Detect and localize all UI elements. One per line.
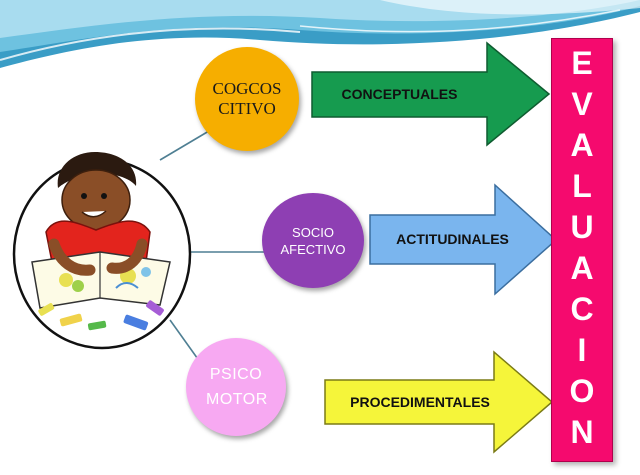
evaluacion-letter: L [572, 168, 592, 204]
evaluacion-letter: A [570, 127, 594, 163]
evaluacion-letter: V [571, 86, 593, 122]
evaluacion-letter: O [569, 373, 595, 409]
node-psico-motor-label: PSICO MOTOR [206, 366, 268, 408]
arrow-actitudinales-label: ACTITUDINALES [396, 231, 509, 247]
arrow-conceptuales-label: CONCEPTUALES [341, 86, 458, 102]
connector-cognitivo [159, 127, 215, 161]
node-psico-motor: PSICO MOTOR [186, 338, 286, 436]
evaluacion-letter: A [570, 250, 594, 286]
evaluacion-letter: C [570, 291, 594, 327]
node-cognitivo-label: COGCOSCITIVO [212, 79, 282, 118]
arrow-actitudinales [369, 183, 558, 296]
node-cognitivo: COGCOSCITIVO [195, 47, 299, 151]
evaluacion-letter: N [570, 414, 594, 450]
evaluacion-bar: E V A L U A C I O N [551, 38, 613, 462]
node-socio-afectivo: SOCIO AFECTIVO [262, 193, 364, 288]
child-drawing-illustration [12, 152, 192, 350]
arrow-procedimentales [324, 350, 554, 454]
connector-psico [169, 319, 201, 363]
arrow-procedimentales-label: PROCEDIMENTALES [350, 394, 490, 410]
header-waves [0, 0, 640, 68]
evaluacion-letter: U [570, 209, 594, 245]
evaluacion-letter: I [577, 332, 587, 368]
arrow-conceptuales [311, 41, 551, 147]
node-socio-afectivo-label: SOCIO AFECTIVO [280, 224, 346, 257]
evaluacion-letter: E [571, 45, 593, 81]
connector-lines [159, 127, 265, 363]
